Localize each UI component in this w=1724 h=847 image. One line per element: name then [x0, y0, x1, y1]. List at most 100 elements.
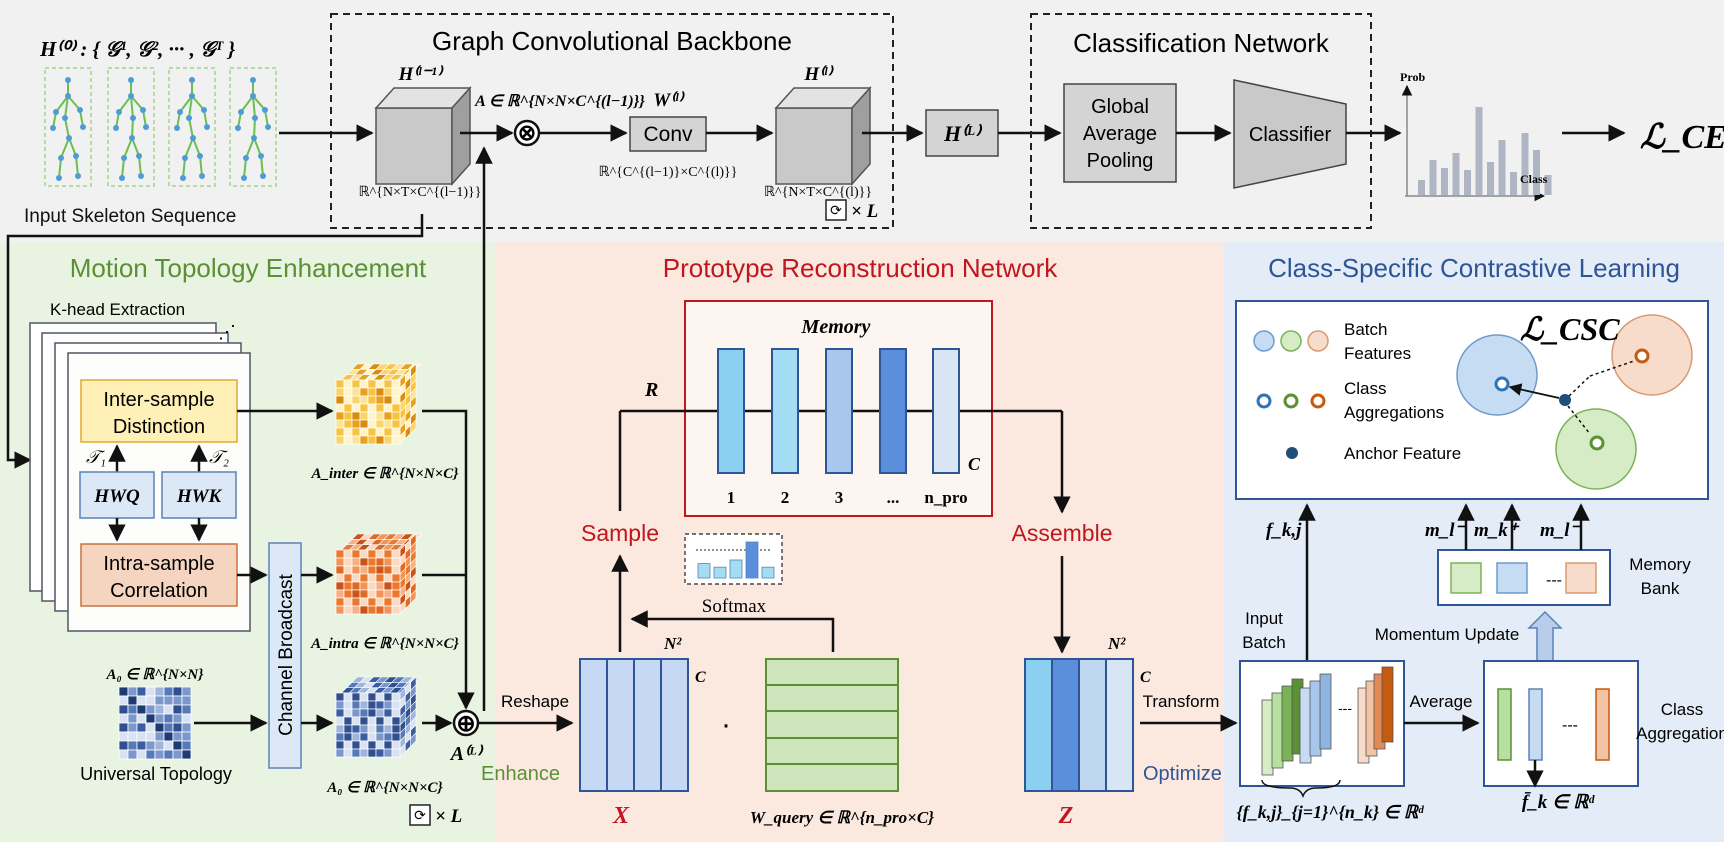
cube-cell	[383, 379, 393, 389]
cube-cell	[383, 732, 393, 742]
channel-broadcast-label: Channel Broadcast	[276, 573, 297, 735]
cube-cell	[375, 395, 385, 405]
cube-cell	[359, 549, 369, 559]
svg-text:⟳: ⟳	[414, 807, 426, 823]
matrix-cell	[136, 740, 147, 751]
cube-cell	[335, 589, 345, 599]
cube-cell	[335, 419, 345, 429]
cube-cell	[391, 708, 401, 718]
cube-cell	[367, 740, 377, 750]
matrix-cell	[145, 695, 156, 706]
adj-label: A ∈ ℝ^{N×N×C^{(l−1)}}	[474, 93, 645, 110]
inter-line-1: Inter-sample	[103, 389, 214, 411]
cube-cell	[383, 387, 393, 397]
matrix-cell	[172, 713, 183, 724]
cube-cell	[383, 549, 393, 559]
t2-label: 𝒯₂	[209, 447, 229, 467]
legend-anchor-icon	[1286, 447, 1298, 459]
cube-cell	[343, 573, 353, 583]
matrix-cell	[154, 749, 165, 760]
cube-cell	[375, 732, 385, 742]
cube-cell	[335, 581, 345, 591]
matrix-cell	[118, 731, 129, 742]
matrix-cell	[181, 686, 192, 697]
cube-cell	[375, 435, 385, 445]
matrix-cell	[163, 713, 174, 724]
cube-cell	[383, 419, 393, 429]
cube-cell	[343, 732, 353, 742]
cube-cell	[375, 748, 385, 758]
cube-cell	[383, 403, 393, 413]
cube-cell	[335, 716, 345, 726]
cube-cell	[375, 557, 385, 567]
cube-cell	[351, 724, 361, 734]
cube-cell	[359, 403, 369, 413]
repeat-icon-mte: ⟳	[409, 804, 431, 826]
cube-cell	[391, 716, 401, 726]
cube-cell	[351, 748, 361, 758]
matrix-cell	[118, 749, 129, 760]
classifier-shape	[1233, 79, 1347, 189]
cube-cell	[359, 748, 369, 758]
cube-cell	[351, 581, 361, 591]
cube-in-top: H⁽ˡ⁻¹⁾	[397, 64, 443, 85]
m-l-minus-1: m_l⁻	[1425, 520, 1467, 541]
matrix-cell	[172, 695, 183, 706]
cube-cell	[375, 565, 385, 575]
cube-cell	[351, 549, 361, 559]
contrastive-space	[1456, 314, 1693, 490]
inter-line-2: Distinction	[113, 416, 205, 438]
cube-cell	[391, 605, 401, 615]
memory-bank-1: Memory	[1629, 555, 1691, 574]
legend-class-icons	[1256, 393, 1326, 409]
assemble-label: Assemble	[1012, 520, 1113, 546]
cube-cell	[343, 549, 353, 559]
matrix-cell	[136, 704, 147, 715]
skeleton-frame	[44, 67, 92, 187]
cube-cell	[375, 427, 385, 437]
memory-c: C	[968, 454, 981, 474]
conv-dim: ℝ^{C^{(l−1)}×C^{(l)}}	[598, 165, 737, 180]
cube-cell	[410, 589, 417, 605]
cube-cell	[359, 724, 369, 734]
cube-cell	[359, 700, 369, 710]
cube-cell	[383, 557, 393, 567]
cube-cell	[391, 748, 401, 758]
memory-slot	[825, 348, 853, 474]
softmax-bar	[745, 541, 759, 579]
conv-label: Conv	[643, 123, 693, 146]
m-l-minus-2: m_l⁻	[1540, 520, 1582, 541]
z-matrix	[1024, 658, 1134, 792]
cube-cell	[375, 589, 385, 599]
batch-feature	[1281, 685, 1294, 762]
universal-label: Universal Topology	[80, 764, 232, 784]
cube-cell	[375, 716, 385, 726]
matrix-cell	[154, 704, 165, 715]
r-label: R	[644, 379, 658, 401]
t1-label: 𝒯₁	[86, 447, 106, 467]
matrix-cell	[163, 740, 174, 751]
hist-bar	[1498, 140, 1506, 195]
cube-cell	[359, 740, 369, 750]
cube-cell	[367, 708, 377, 718]
cube-cell	[343, 387, 353, 397]
cube-cell	[343, 605, 353, 615]
matrix-cell	[172, 740, 183, 751]
cube-cell	[343, 395, 353, 405]
cube-out-bottom: ℝ^{N×T×C^{(l)}}	[764, 185, 872, 200]
cube-cell	[343, 692, 353, 702]
batch-feature	[1309, 680, 1322, 757]
matrix-cell	[136, 695, 147, 706]
memory-slot-label: n_pro	[924, 488, 967, 507]
cube-cell	[343, 589, 353, 599]
cube-cell	[391, 589, 401, 599]
cube-cell	[335, 708, 345, 718]
cube-cell	[375, 419, 385, 429]
matrix-cell	[154, 695, 165, 706]
cube-cell	[351, 427, 361, 437]
cube-cell	[351, 395, 361, 405]
cube-cell	[359, 692, 369, 702]
cube-cell	[343, 700, 353, 710]
